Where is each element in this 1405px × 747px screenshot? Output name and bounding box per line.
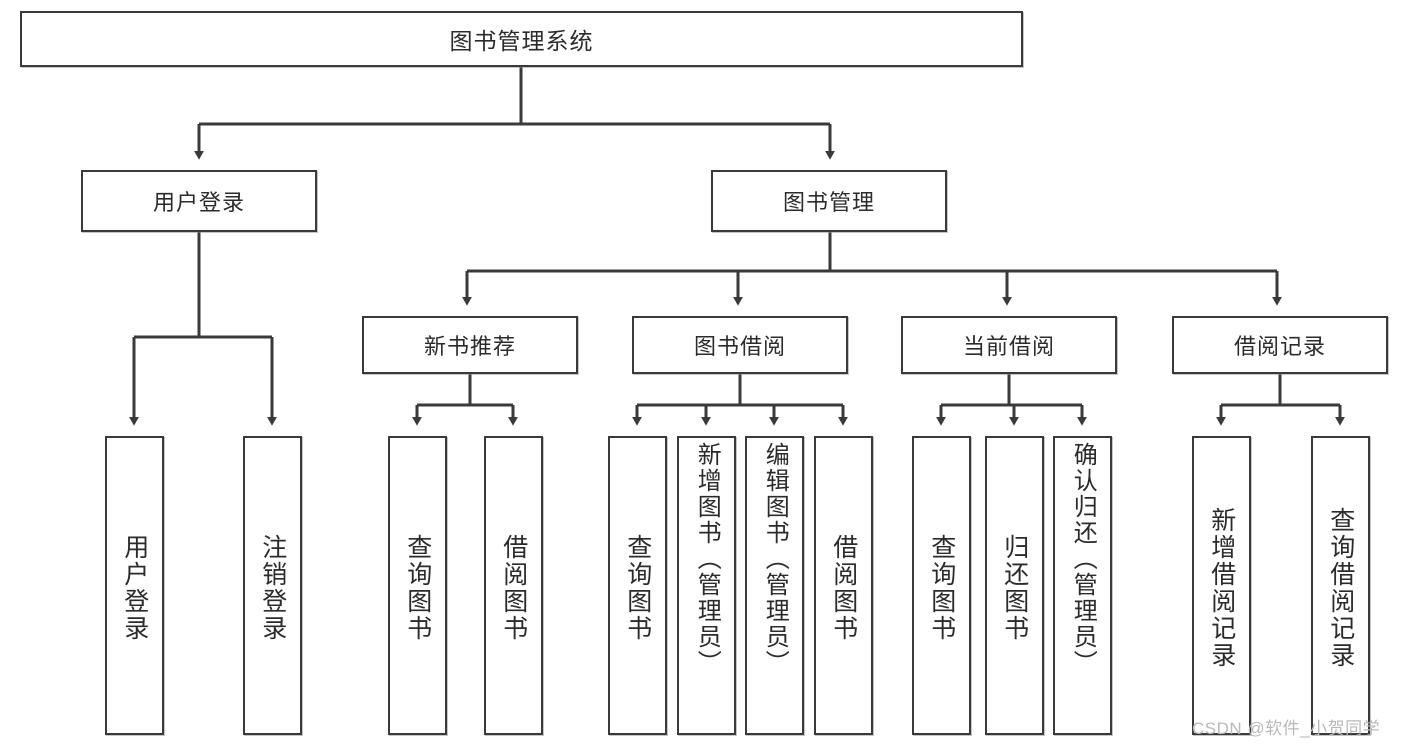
node-leaf-add-book[interactable]: 新增图书（管理员） xyxy=(677,436,736,735)
node-user-login-label: 用户登录 xyxy=(152,190,245,215)
node-leaf-add-record-label: 新增借阅记录 xyxy=(1207,506,1236,669)
node-book-borrow[interactable]: 图书借阅 xyxy=(632,316,848,374)
node-leaf-edit-book[interactable]: 编辑图书（管理员） xyxy=(745,436,804,735)
node-leaf-query-book-3-label: 查询图书 xyxy=(927,533,956,642)
node-leaf-return-book[interactable]: 归还图书 xyxy=(985,436,1044,735)
node-leaf-query-book-3[interactable]: 查询图书 xyxy=(912,436,971,735)
node-borrow-record[interactable]: 借阅记录 xyxy=(1172,316,1388,374)
node-leaf-logout-label: 注销登录 xyxy=(258,533,287,642)
node-leaf-borrow-book-1[interactable]: 借阅图书 xyxy=(484,436,543,735)
node-leaf-return-book-label: 归还图书 xyxy=(1000,533,1029,642)
node-root-system[interactable]: 图书管理系统 xyxy=(20,11,1023,67)
node-leaf-query-book-2[interactable]: 查询图书 xyxy=(608,436,667,735)
node-leaf-query-book-1[interactable]: 查询图书 xyxy=(388,436,447,735)
node-leaf-query-book-2-label: 查询图书 xyxy=(623,533,652,642)
node-leaf-query-record-label: 查询借阅记录 xyxy=(1326,506,1355,669)
node-leaf-confirm-return[interactable]: 确认归还（管理员） xyxy=(1053,436,1112,735)
node-new-book-recommend[interactable]: 新书推荐 xyxy=(362,316,578,374)
node-borrow-record-label: 借阅记录 xyxy=(1233,334,1326,359)
node-leaf-edit-book-label: 编辑图书（管理员） xyxy=(761,442,789,676)
node-leaf-add-book-label: 新增图书（管理员） xyxy=(693,442,721,676)
node-book-borrow-label: 图书借阅 xyxy=(693,334,786,359)
node-root-label: 图书管理系统 xyxy=(449,28,594,54)
node-leaf-borrow-book-1-label: 借阅图书 xyxy=(499,533,528,642)
node-current-borrow[interactable]: 当前借阅 xyxy=(901,316,1117,374)
node-leaf-confirm-return-label: 确认归还（管理员） xyxy=(1069,442,1097,676)
node-leaf-query-record[interactable]: 查询借阅记录 xyxy=(1311,436,1370,735)
node-current-borrow-label: 当前借阅 xyxy=(962,334,1055,359)
node-book-manage[interactable]: 图书管理 xyxy=(711,170,947,232)
node-user-login[interactable]: 用户登录 xyxy=(81,170,317,232)
node-book-manage-label: 图书管理 xyxy=(782,190,875,215)
node-new-book-recommend-label: 新书推荐 xyxy=(423,334,516,359)
node-leaf-borrow-book-2-label: 借阅图书 xyxy=(829,533,858,642)
node-leaf-user-login[interactable]: 用户登录 xyxy=(105,436,164,735)
node-leaf-add-record[interactable]: 新增借阅记录 xyxy=(1192,436,1251,735)
node-leaf-query-book-1-label: 查询图书 xyxy=(403,533,432,642)
node-leaf-user-login-label: 用户登录 xyxy=(120,533,149,642)
node-leaf-borrow-book-2[interactable]: 借阅图书 xyxy=(814,436,873,735)
node-leaf-logout[interactable]: 注销登录 xyxy=(243,436,302,735)
